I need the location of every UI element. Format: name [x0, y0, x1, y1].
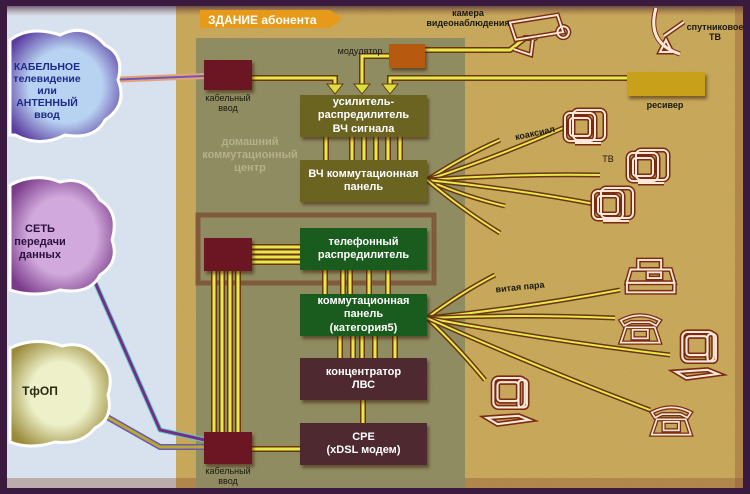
twisted-pair-cable: [426, 317, 651, 411]
phone-distributor-label: телефонный распредилитель: [317, 235, 410, 261]
twisted-pair-cable: [426, 317, 486, 381]
coax-cable: [426, 124, 571, 181]
cable-entry-middle[interactable]: [204, 238, 252, 271]
modulator-label: модулятор: [337, 46, 383, 56]
wire-receiver-to-amplifier: [387, 75, 630, 89]
twisted-pair-cable: [426, 315, 616, 319]
cpe-box[interactable]: CPE (xDSL модем): [300, 423, 427, 465]
amplifier-box[interactable]: усилитель- распредилитель ВЧ сигнала: [300, 95, 427, 137]
arrow-down-icon: [352, 83, 372, 95]
frame-shade-right: [735, 6, 743, 488]
patch-panel-box[interactable]: коммутационная панель (категория5): [300, 294, 427, 336]
tv-icon[interactable]: [627, 149, 669, 184]
cable-entry-bottom-label: кабельный ввод: [205, 466, 251, 487]
receiver-label: ресивер: [646, 100, 684, 110]
phone-icon[interactable]: [650, 406, 693, 436]
cable-entry-top[interactable]: [204, 60, 252, 90]
lan-hub-label: концентратор ЛВС: [325, 365, 402, 391]
coax-cable: [426, 179, 601, 206]
arrow-down-icon: [380, 83, 400, 95]
twisted-pair-cable: [426, 317, 671, 356]
amplifier-label: усилитель- распредилитель ВЧ сигнала: [317, 96, 410, 135]
camera-icon[interactable]: [508, 13, 570, 57]
tv-icon[interactable]: [592, 187, 634, 222]
lan-hub-box[interactable]: концентратор ЛВС: [300, 358, 427, 400]
phone-distributor-box[interactable]: телефонный распредилитель: [300, 228, 427, 270]
wires: [211, 35, 671, 452]
tv-icon[interactable]: [564, 109, 606, 144]
computer-icon[interactable]: [672, 330, 723, 380]
svg-text:ЗДАНИЕ абонента: ЗДАНИЕ абонента: [208, 13, 317, 27]
building-label: ЗДАНИЕ абонента: [200, 10, 342, 28]
frame-shade-top: [7, 6, 743, 16]
cable-entry-bottom[interactable]: [204, 432, 252, 464]
computer-icon[interactable]: [483, 376, 534, 426]
coax-cable: [426, 179, 501, 234]
rf-panel-box[interactable]: ВЧ коммутационная панель: [300, 160, 427, 202]
twisted-pair-cable: [426, 274, 496, 319]
external-lines: [92, 73, 206, 450]
receiver-box[interactable]: [627, 72, 705, 96]
wire-cable-to-amplifier: [249, 75, 338, 89]
patch-panel-label: коммутационная панель (категория5): [317, 295, 410, 334]
svg-text:ТфОП: ТфОП: [22, 384, 58, 398]
phone-group-outline: [195, 212, 437, 286]
satellite-dish-icon[interactable]: [652, 7, 685, 56]
tv-label: ТВ: [602, 154, 614, 164]
satellite-label: спутниковое ТВ: [686, 22, 744, 43]
devices: [478, 7, 729, 437]
arrow-down-icon: [325, 83, 345, 95]
phone-icon[interactable]: [619, 314, 662, 344]
coax-cable: [426, 173, 601, 181]
rf-panel-label: ВЧ коммутационная панель: [308, 167, 419, 193]
modulator-box[interactable]: [389, 44, 425, 68]
fax-icon[interactable]: [625, 259, 676, 294]
cloud-pstn: ТфОП: [8, 340, 112, 448]
wire-modulator-to-amplifier: [359, 53, 392, 89]
cable-entry-top-label: кабельный ввод: [205, 93, 251, 114]
cpe-label: CPE (xDSL модем): [326, 430, 401, 456]
camera-label: камера видеонаблюдения: [426, 8, 510, 29]
